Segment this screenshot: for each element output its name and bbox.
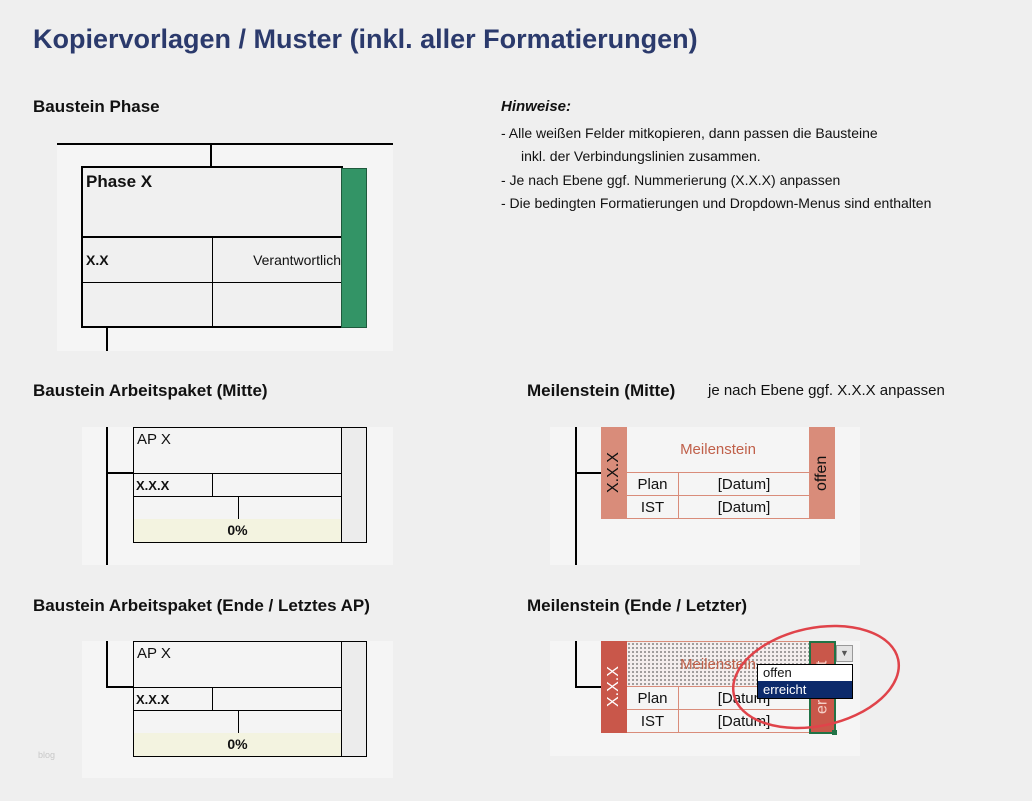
ms-number[interactable]: X.X.X: [601, 427, 627, 519]
watermark: blog: [38, 750, 56, 760]
dropdown-option-erreicht[interactable]: erreicht: [758, 681, 852, 698]
dropdown-arrow-icon[interactable]: ▼: [836, 645, 853, 662]
connector-line: [106, 327, 108, 351]
phase-number[interactable]: X.X: [86, 252, 109, 268]
phase-template: Phase X X.X Verantwortlich: [57, 143, 393, 351]
note-item: - Je nach Ebene ggf. Nummerierung (X.X.X…: [501, 172, 841, 188]
phase-box: Phase X X.X Verantwortlich: [81, 166, 343, 328]
ms-number[interactable]: X.X.X: [601, 641, 627, 733]
ms-mid-heading: Meilenstein (Mitte): [527, 381, 676, 400]
ap-name[interactable]: AP X: [137, 645, 171, 662]
ms-name[interactable]: Meilenstein: [627, 427, 809, 473]
phase-status-bar: [341, 168, 367, 328]
ist-date[interactable]: [Datum]: [679, 710, 809, 733]
ap-number[interactable]: X.X.X: [136, 478, 170, 493]
ap-end-template: AP X X.X.X 0%: [82, 641, 393, 778]
note-item: - Alle weißen Felder mitkopieren, dann p…: [501, 125, 878, 141]
ms-mid-hint: je nach Ebene ggf. X.X.X anpassen: [708, 382, 945, 399]
ist-label: IST: [627, 710, 679, 733]
note-item: - Die bedingten Formatierungen und Dropd…: [501, 195, 932, 211]
dropdown-list: offen erreicht: [757, 664, 853, 699]
ms-end-heading: Meilenstein (Ende / Letzter): [527, 596, 748, 615]
note-item: inkl. der Verbindungslinien zusammen.: [521, 148, 761, 164]
ap-number[interactable]: X.X.X: [136, 692, 170, 707]
ap-end-heading: Baustein Arbeitspaket (Ende / Letztes AP…: [33, 596, 370, 615]
ap-status-bar: [342, 428, 366, 542]
ap-name[interactable]: AP X: [137, 431, 171, 448]
ms-mid-template: X.X.X Meilenstein Plan [Datum] IST [Datu…: [550, 427, 860, 565]
ap-status-bar: [342, 642, 366, 756]
page-title: Kopiervorlagen / Muster (inkl. aller For…: [33, 24, 698, 54]
ms-status[interactable]: offen: [809, 427, 835, 519]
ap-progress: 0%: [134, 733, 342, 756]
ist-date[interactable]: [Datum]: [679, 496, 809, 519]
ap-mid-heading: Baustein Arbeitspaket (Mitte): [33, 381, 268, 400]
connector-line: [210, 143, 212, 167]
plan-label: Plan: [627, 687, 679, 710]
connector-line: [57, 143, 393, 145]
dropdown-option-offen[interactable]: offen: [763, 665, 792, 680]
plan-label: Plan: [627, 473, 679, 496]
highlight-ellipse: [731, 624, 901, 730]
fill-handle[interactable]: [832, 730, 837, 735]
ist-label: IST: [627, 496, 679, 519]
phase-name[interactable]: Phase X: [86, 172, 153, 191]
ap-progress: 0%: [134, 519, 342, 542]
notes-heading: Hinweise:: [501, 98, 572, 115]
phase-owner[interactable]: Verantwortlich: [253, 252, 341, 268]
plan-date[interactable]: [Datum]: [679, 473, 809, 496]
ap-mid-template: AP X X.X.X 0%: [82, 427, 393, 565]
phase-heading: Baustein Phase: [33, 97, 160, 116]
